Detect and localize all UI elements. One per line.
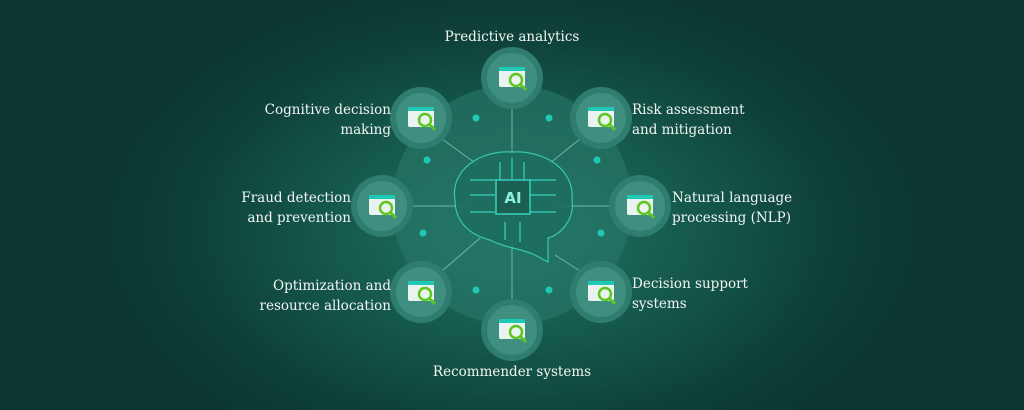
bar-chart-eye-icon: [499, 67, 528, 92]
label-fraud-detection: Fraud detection and prevention: [241, 188, 351, 228]
label-line: Natural language: [672, 190, 793, 206]
node-6: [351, 175, 413, 237]
node-5: [390, 261, 452, 323]
ai-chip: [495, 179, 531, 215]
label-line: Risk assessment: [632, 102, 745, 118]
route-pin-icon: [408, 281, 437, 306]
node-7: [390, 87, 452, 149]
node-1: [570, 87, 632, 149]
shield-clock-icon: [588, 281, 617, 306]
label-cognitive-decision: Cognitive decision making: [265, 100, 391, 140]
label-line: Optimization and: [273, 278, 391, 294]
label-line: Cognitive decision: [264, 102, 391, 118]
label-decision-support: Decision support systems: [632, 274, 748, 314]
label-recommender: Recommender systems: [432, 364, 592, 380]
label-line: and mitigation: [632, 122, 732, 138]
label-line: processing (NLP): [672, 210, 791, 226]
label-line: Fraud detection: [241, 190, 351, 206]
node-0: [481, 47, 543, 109]
label-optimization: Optimization and resource allocation: [260, 276, 391, 316]
label-line: Decision support: [632, 276, 748, 292]
label-line: resource allocation: [259, 298, 391, 314]
card-warning-icon: [369, 195, 398, 220]
speech-bubble-search-icon: [627, 195, 656, 220]
shirts-icon: [499, 319, 528, 344]
node-3: [570, 261, 632, 323]
shapes-focus-icon: [408, 107, 437, 132]
label-predictive-analytics: Predictive analytics: [444, 29, 580, 45]
node-4: [481, 299, 543, 361]
node-2: [609, 175, 671, 237]
label-line: making: [340, 122, 391, 138]
label-risk-assessment: Risk assessment and mitigation: [632, 100, 745, 140]
center-label: AI: [504, 189, 521, 207]
label-nlp: Natural language processing (NLP): [672, 188, 792, 228]
label-line: and prevention: [247, 210, 351, 226]
decor-dots: [419, 114, 605, 294]
magnifier-document-icon: [588, 107, 617, 132]
label-line: systems: [632, 296, 687, 312]
